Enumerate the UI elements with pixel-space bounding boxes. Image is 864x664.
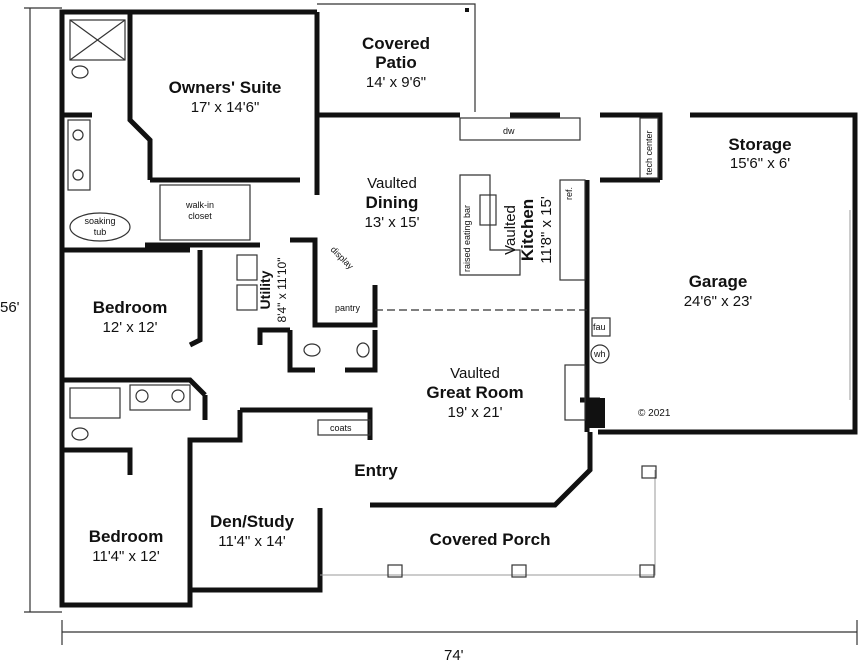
covered-patio-label-2: Patio [375, 53, 417, 72]
exterior-walls [59, 9, 858, 608]
dimension-lines [24, 7, 858, 645]
patio-porch-outlines [317, 3, 657, 578]
covered-patio-size: 14' x 9'6" [366, 74, 426, 91]
width-dimension: 74' [444, 647, 464, 664]
furnace-label: fau [593, 322, 606, 332]
garage-label: Garage [689, 272, 748, 291]
dining-label: Dining [366, 193, 419, 212]
soaking-tub-label-2: tub [94, 227, 107, 237]
water-heater-label: wh [593, 349, 606, 359]
soaking-tub-label-1: soaking [84, 216, 115, 226]
utility-size: 8'4" x 11'10" [275, 258, 289, 323]
fixtures [67, 19, 851, 441]
great-room-prefix: Vaulted [450, 365, 500, 382]
bedroom-1-size: 12' x 12' [103, 319, 158, 336]
utility-label: Utility [257, 270, 273, 309]
pantry-label: pantry [335, 303, 361, 313]
storage-label: Storage [728, 135, 791, 154]
kitchen-size: 11'8" x 15' [538, 196, 555, 264]
raised-eating-bar-label: raised eating bar [462, 205, 472, 272]
bedroom-2-label: Bedroom [89, 527, 164, 546]
tech-center-label: tech center [644, 130, 654, 175]
copyright-label: © 2021 [638, 408, 671, 419]
den-label: Den/Study [210, 512, 295, 531]
great-room-size: 19' x 21' [448, 404, 503, 421]
depth-dimension: 56' [0, 299, 20, 316]
covered-porch-label: Covered Porch [430, 530, 551, 549]
kitchen-label: Kitchen [518, 199, 537, 261]
dishwasher-label: dw [503, 126, 515, 136]
den-size: 11'4" x 14' [218, 533, 286, 550]
garage-size: 24'6" x 23' [684, 293, 753, 310]
dining-size: 13' x 15' [365, 214, 420, 231]
dining-prefix: Vaulted [367, 175, 417, 192]
storage-size: 15'6" x 6' [730, 155, 790, 172]
owners-suite-label: Owners' Suite [169, 78, 282, 97]
bedroom-1-label: Bedroom [93, 298, 168, 317]
great-room-label: Great Room [426, 383, 523, 402]
coats-label: coats [330, 423, 352, 433]
entry-label: Entry [354, 461, 398, 480]
walk-in-closet-label-1: walk-in [185, 200, 214, 210]
walk-in-closet-label-2: closet [188, 211, 212, 221]
covered-patio-label-1: Covered [362, 34, 430, 53]
kitchen-prefix: Vaulted [502, 205, 519, 255]
refrigerator-label: ref. [564, 187, 574, 200]
bedroom-2-size: 11'4" x 12' [92, 548, 160, 565]
owners-suite-size: 17' x 14'6" [191, 99, 260, 116]
display-label: display [329, 244, 356, 271]
